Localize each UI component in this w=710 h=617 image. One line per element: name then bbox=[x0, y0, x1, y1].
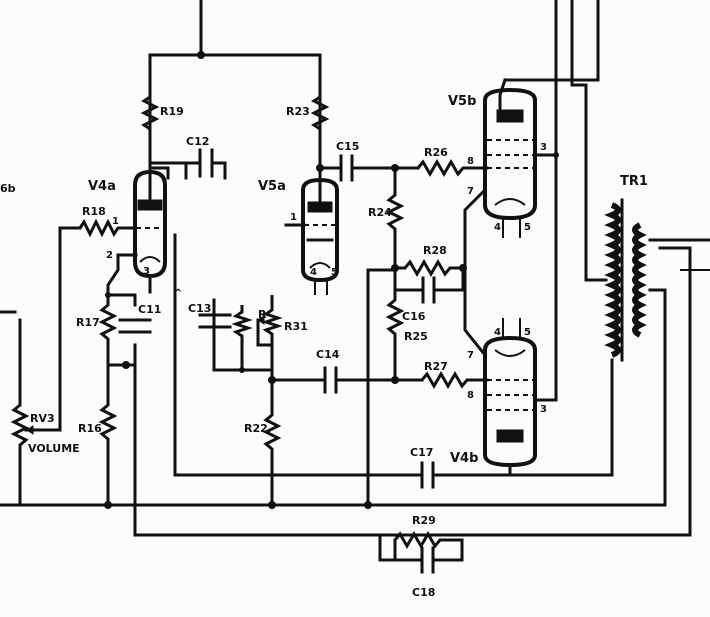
feedback-network-c13-r31 bbox=[198, 295, 424, 505]
label-r31: R31 bbox=[284, 320, 308, 333]
label-rv3: RV3 bbox=[30, 412, 55, 425]
resistor-r19 bbox=[140, 90, 160, 168]
tube-v5a bbox=[284, 164, 339, 295]
label-side-6b: 6b bbox=[0, 182, 16, 195]
label-r27: R27 bbox=[424, 360, 448, 373]
label-c16: C16 bbox=[402, 310, 426, 323]
tube-v4b bbox=[478, 318, 614, 477]
label-r28: R28 bbox=[423, 244, 447, 257]
pin-v4b-3: 3 bbox=[540, 404, 547, 415]
label-v5b: V5b bbox=[448, 94, 476, 109]
label-v4b: V4b bbox=[450, 451, 478, 466]
pin-v4a-1: 1 bbox=[112, 216, 119, 227]
pin-v5b-5: 5 bbox=[524, 222, 531, 233]
label-v5a: V5a bbox=[258, 179, 286, 194]
component-labels: 6b R19 R23 C12 C15 V4a V5a V5b V4b R18 R… bbox=[0, 94, 648, 599]
pin-v5a-5: 5 bbox=[331, 267, 338, 278]
pin-caret: ^ bbox=[174, 288, 182, 299]
resistor-r23 bbox=[310, 90, 330, 168]
pin-v5b-8: 8 bbox=[467, 156, 474, 167]
pin-v5b-4: 4 bbox=[494, 222, 501, 233]
pin-v4b-7: 7 bbox=[467, 350, 474, 361]
pin-v5a-1: 1 bbox=[290, 212, 297, 223]
label-c14: C14 bbox=[316, 348, 340, 361]
ground-rail bbox=[0, 246, 692, 537]
label-r25: R25 bbox=[404, 330, 428, 343]
capacitor-c17 bbox=[173, 233, 512, 489]
transformer-feeds bbox=[498, 0, 608, 397]
pin-v4b-5: 5 bbox=[524, 327, 531, 338]
pin-v4b-4: 4 bbox=[494, 327, 501, 338]
label-c17: C17 bbox=[410, 446, 433, 459]
tube-v4a bbox=[133, 166, 167, 279]
pin-v5a-4: 4 bbox=[310, 267, 317, 278]
capacitor-c15 bbox=[318, 154, 420, 182]
label-r23: R23 bbox=[286, 105, 310, 118]
capacitor-c12 bbox=[148, 148, 227, 180]
pin-v5b-7: 7 bbox=[467, 186, 474, 197]
pin-labels: 1 2 3 1 4 5 ^ 3 7 8 4 5 4 5 7 8 3 bbox=[106, 142, 547, 415]
label-r18: R18 bbox=[82, 205, 106, 218]
pin-v4a-3: 3 bbox=[143, 266, 150, 277]
label-tr1: TR1 bbox=[620, 174, 648, 189]
label-c13: C13 bbox=[188, 302, 211, 315]
label-r24: R24 bbox=[368, 206, 392, 219]
pin-v4b-8: 8 bbox=[467, 390, 474, 401]
pin-v4a-2: 2 bbox=[106, 250, 113, 261]
r29-c18-network bbox=[378, 531, 464, 574]
label-r19: R19 bbox=[160, 105, 184, 118]
tube-v5b bbox=[463, 87, 559, 358]
resistor-r16 bbox=[98, 365, 118, 505]
v4a-cathode-network bbox=[98, 253, 152, 369]
resistor-r27 bbox=[420, 371, 480, 389]
label-r29: R29 bbox=[412, 514, 436, 527]
label-v4a: V4a bbox=[88, 179, 116, 194]
resistor-r18 bbox=[58, 218, 136, 325]
phase-splitter-network bbox=[366, 168, 467, 507]
label-volume: VOLUME bbox=[28, 442, 80, 455]
label-c18: C18 bbox=[412, 586, 435, 599]
pin-v5b-3: 3 bbox=[540, 142, 547, 153]
potentiometer-rv3 bbox=[10, 318, 62, 505]
label-r17: R17 bbox=[76, 316, 100, 329]
label-r-small: R bbox=[258, 308, 267, 321]
resistor-r26 bbox=[416, 159, 480, 177]
label-r16: R16 bbox=[78, 422, 102, 435]
label-r26: R26 bbox=[424, 146, 448, 159]
label-c15: C15 bbox=[336, 140, 359, 153]
transformer-tr1 bbox=[604, 198, 710, 507]
label-c11: C11 bbox=[138, 303, 161, 316]
label-r22: R22 bbox=[244, 422, 268, 435]
label-c12: C12 bbox=[186, 135, 209, 148]
